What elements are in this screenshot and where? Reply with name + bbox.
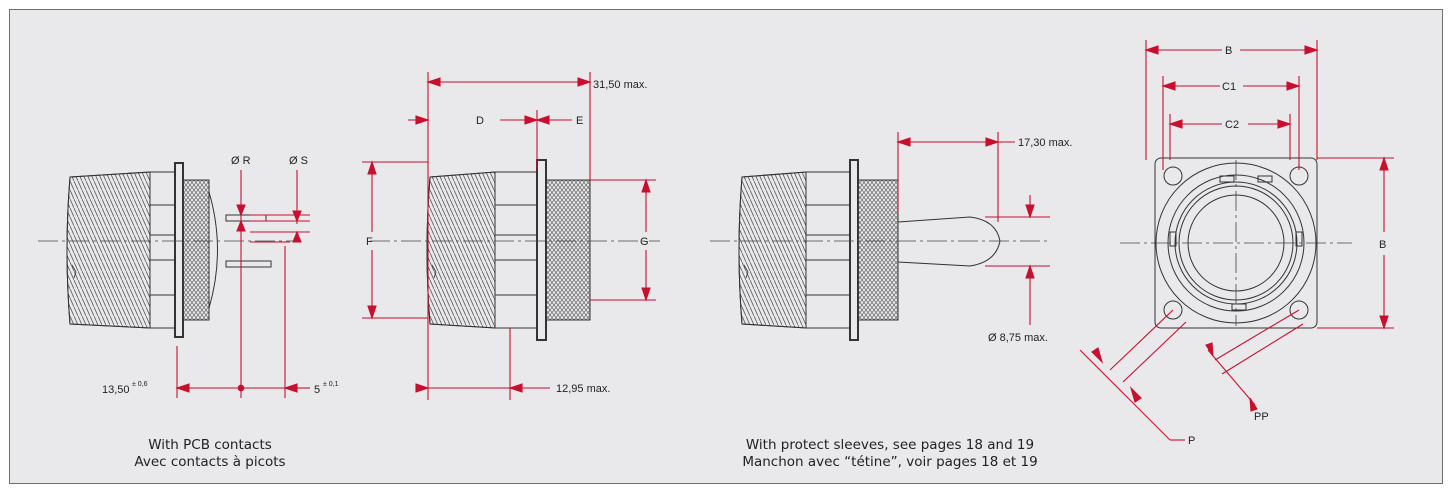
label-c2: C2: [1225, 119, 1239, 131]
sleeve-dimension-lines: [896, 132, 1050, 325]
caption-sleeve-fr: Manchon avec “tétine”, voir pages 18 et …: [742, 454, 1038, 470]
label-13-50-tolerance: ± 0,6: [132, 381, 148, 388]
label-d: D: [476, 115, 484, 127]
drawing-frame: Ø R Ø S 13,50 ± 0,6 5 ± 0,1 31,50 max. D…: [9, 9, 1443, 484]
label-phi-r: Ø R: [231, 155, 251, 167]
label-12-95-max: 12,95 max.: [556, 383, 610, 395]
label-8-75-max: Ø 8,75 max.: [988, 332, 1048, 344]
front-view-centerlines: [1120, 160, 1352, 326]
dimension-labels: Ø R Ø S 13,50 ± 0,6 5 ± 0,1 31,50 max. D…: [102, 45, 1386, 447]
label-b-top: B: [1225, 45, 1232, 57]
pcb-connector-view: [66, 162, 272, 338]
caption-pcb-en: With PCB contacts: [148, 437, 272, 453]
technical-drawing: Ø R Ø S 13,50 ± 0,6 5 ± 0,1 31,50 max. D…: [38, 40, 1394, 447]
label-g: G: [640, 236, 649, 248]
label-5-tolerance: ± 0,1: [323, 381, 339, 388]
label-5: 5: [314, 384, 320, 396]
caption-sleeve-en: With protect sleeves, see pages 18 and 1…: [745, 437, 1035, 453]
label-31-50-max: 31,50 max.: [593, 79, 647, 91]
label-p: P: [1188, 435, 1195, 447]
side-view-connector: [426, 159, 591, 341]
caption-pcb-fr: Avec contacts à picots: [134, 454, 286, 470]
side-view-dimension-lines: [362, 72, 656, 400]
front-view-dimension-lines: [1079, 40, 1394, 441]
caption-sleeve: With protect sleeves, see pages 18 and 1…: [690, 437, 1090, 471]
label-17-30-max: 17,30 max.: [1018, 137, 1072, 149]
caption-pcb: With PCB contacts Avec contacts à picots: [100, 437, 320, 471]
label-13-50: 13,50: [102, 384, 130, 396]
label-c1: C1: [1222, 81, 1236, 93]
pcb-dimension-lines: [175, 170, 310, 398]
label-phi-s: Ø S: [289, 155, 308, 167]
label-pp: PP: [1254, 411, 1269, 423]
sleeve-view-connector: [738, 159, 1001, 341]
label-e: E: [576, 115, 583, 127]
label-b-right: B: [1379, 239, 1386, 251]
label-f: F: [366, 236, 373, 248]
